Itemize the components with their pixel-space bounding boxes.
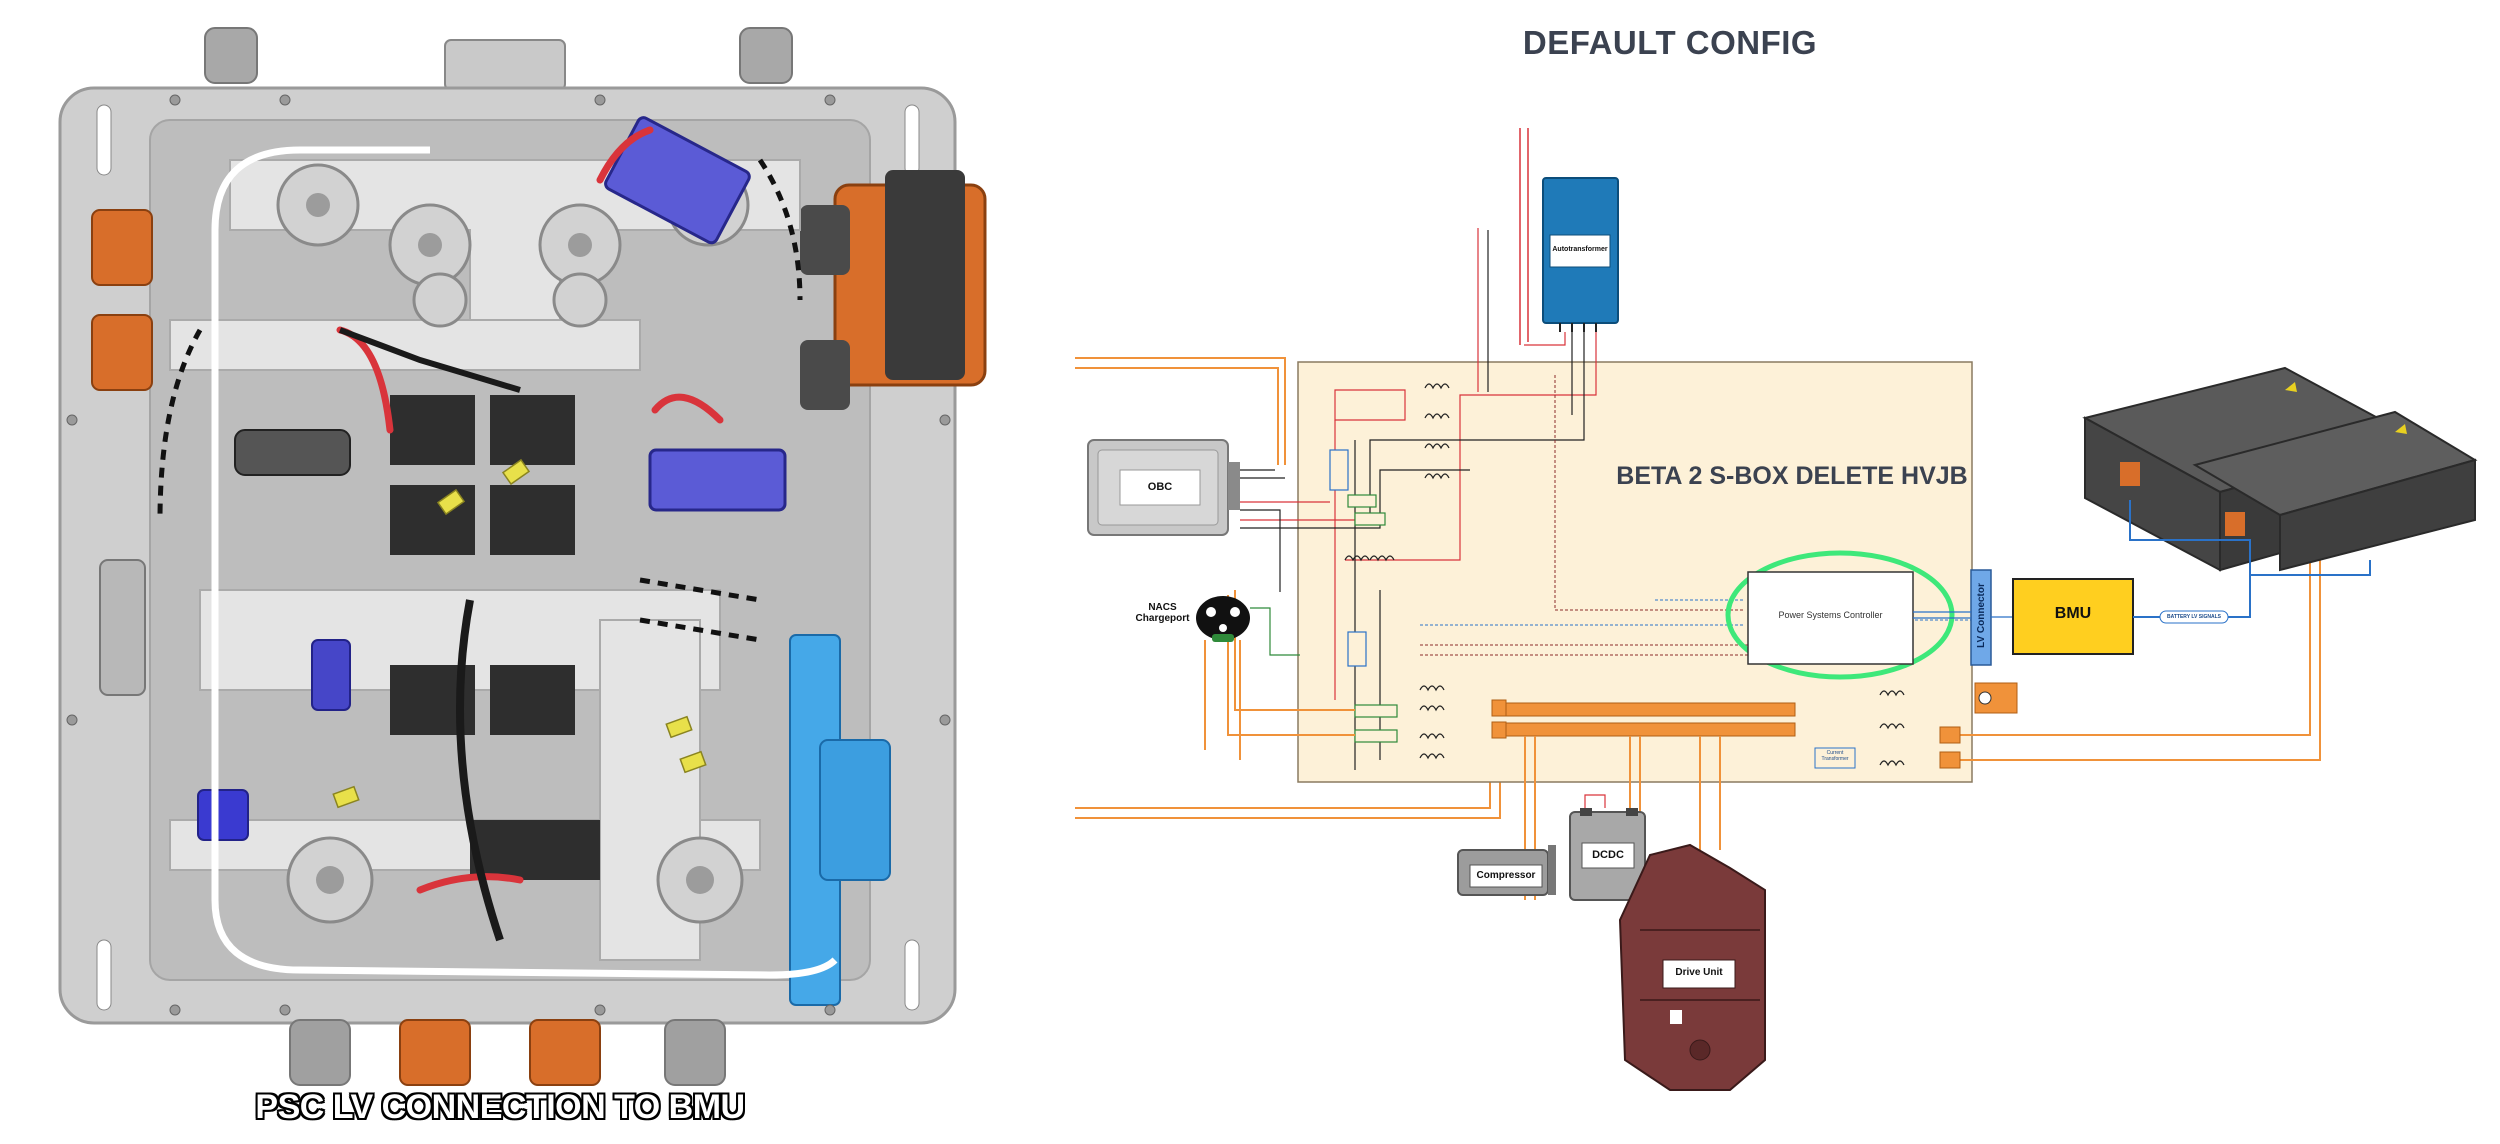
bottom-connectors: [289, 1019, 726, 1086]
autotransformer-label: Autotransformer: [1552, 246, 1608, 253]
bmu-label: BMU: [2054, 605, 2092, 622]
hv-busbars: [1491, 699, 1796, 739]
white-harness: [211, 146, 838, 979]
dcdc-label: DCDC: [1592, 849, 1624, 861]
bmu-box: [2012, 578, 2134, 655]
psc-render: [58, 27, 987, 1086]
lv-connector-render: [789, 634, 891, 1006]
obc-label: OBC: [1147, 481, 1173, 493]
psc-caption: PSC LV CONNECTION TO BMU: [255, 1088, 745, 1126]
hv-schematic: [1075, 128, 2478, 1091]
autotransformer: [1519, 128, 1619, 345]
right-hv-connector: [800, 170, 987, 410]
compressor: [1457, 845, 1556, 896]
precharge-contactors: [1344, 383, 1905, 767]
hvjb-box-title: BETA 2 S-BOX DELETE HVJB: [1616, 462, 1968, 490]
default-config-title: DEFAULT CONFIG: [1522, 24, 1818, 61]
left-hv-connectors: [91, 209, 153, 696]
compressor-label: Compressor: [1476, 870, 1536, 881]
power-systems-controller: [1747, 571, 1914, 665]
lv-connector-label: LV Connector: [1976, 583, 1987, 648]
battery-lv-signals-label: BATTERY LV SIGNALS: [2167, 614, 2221, 620]
obc: [1087, 439, 1240, 536]
drive-unit-label: Drive Unit: [1675, 967, 1723, 978]
psc-label: Power Systems Controller: [1778, 610, 1883, 620]
current-transformer-label: Current Transformer: [1821, 750, 1849, 762]
dcdc: [1569, 808, 1646, 901]
drive-unit: [1618, 843, 1766, 1091]
nacs-label: NACS Chargeport: [1135, 602, 1190, 624]
nacs-chargeport: [1196, 596, 1250, 642]
battery-packs: [2082, 366, 2478, 572]
psc-highlight: [1725, 550, 1955, 680]
